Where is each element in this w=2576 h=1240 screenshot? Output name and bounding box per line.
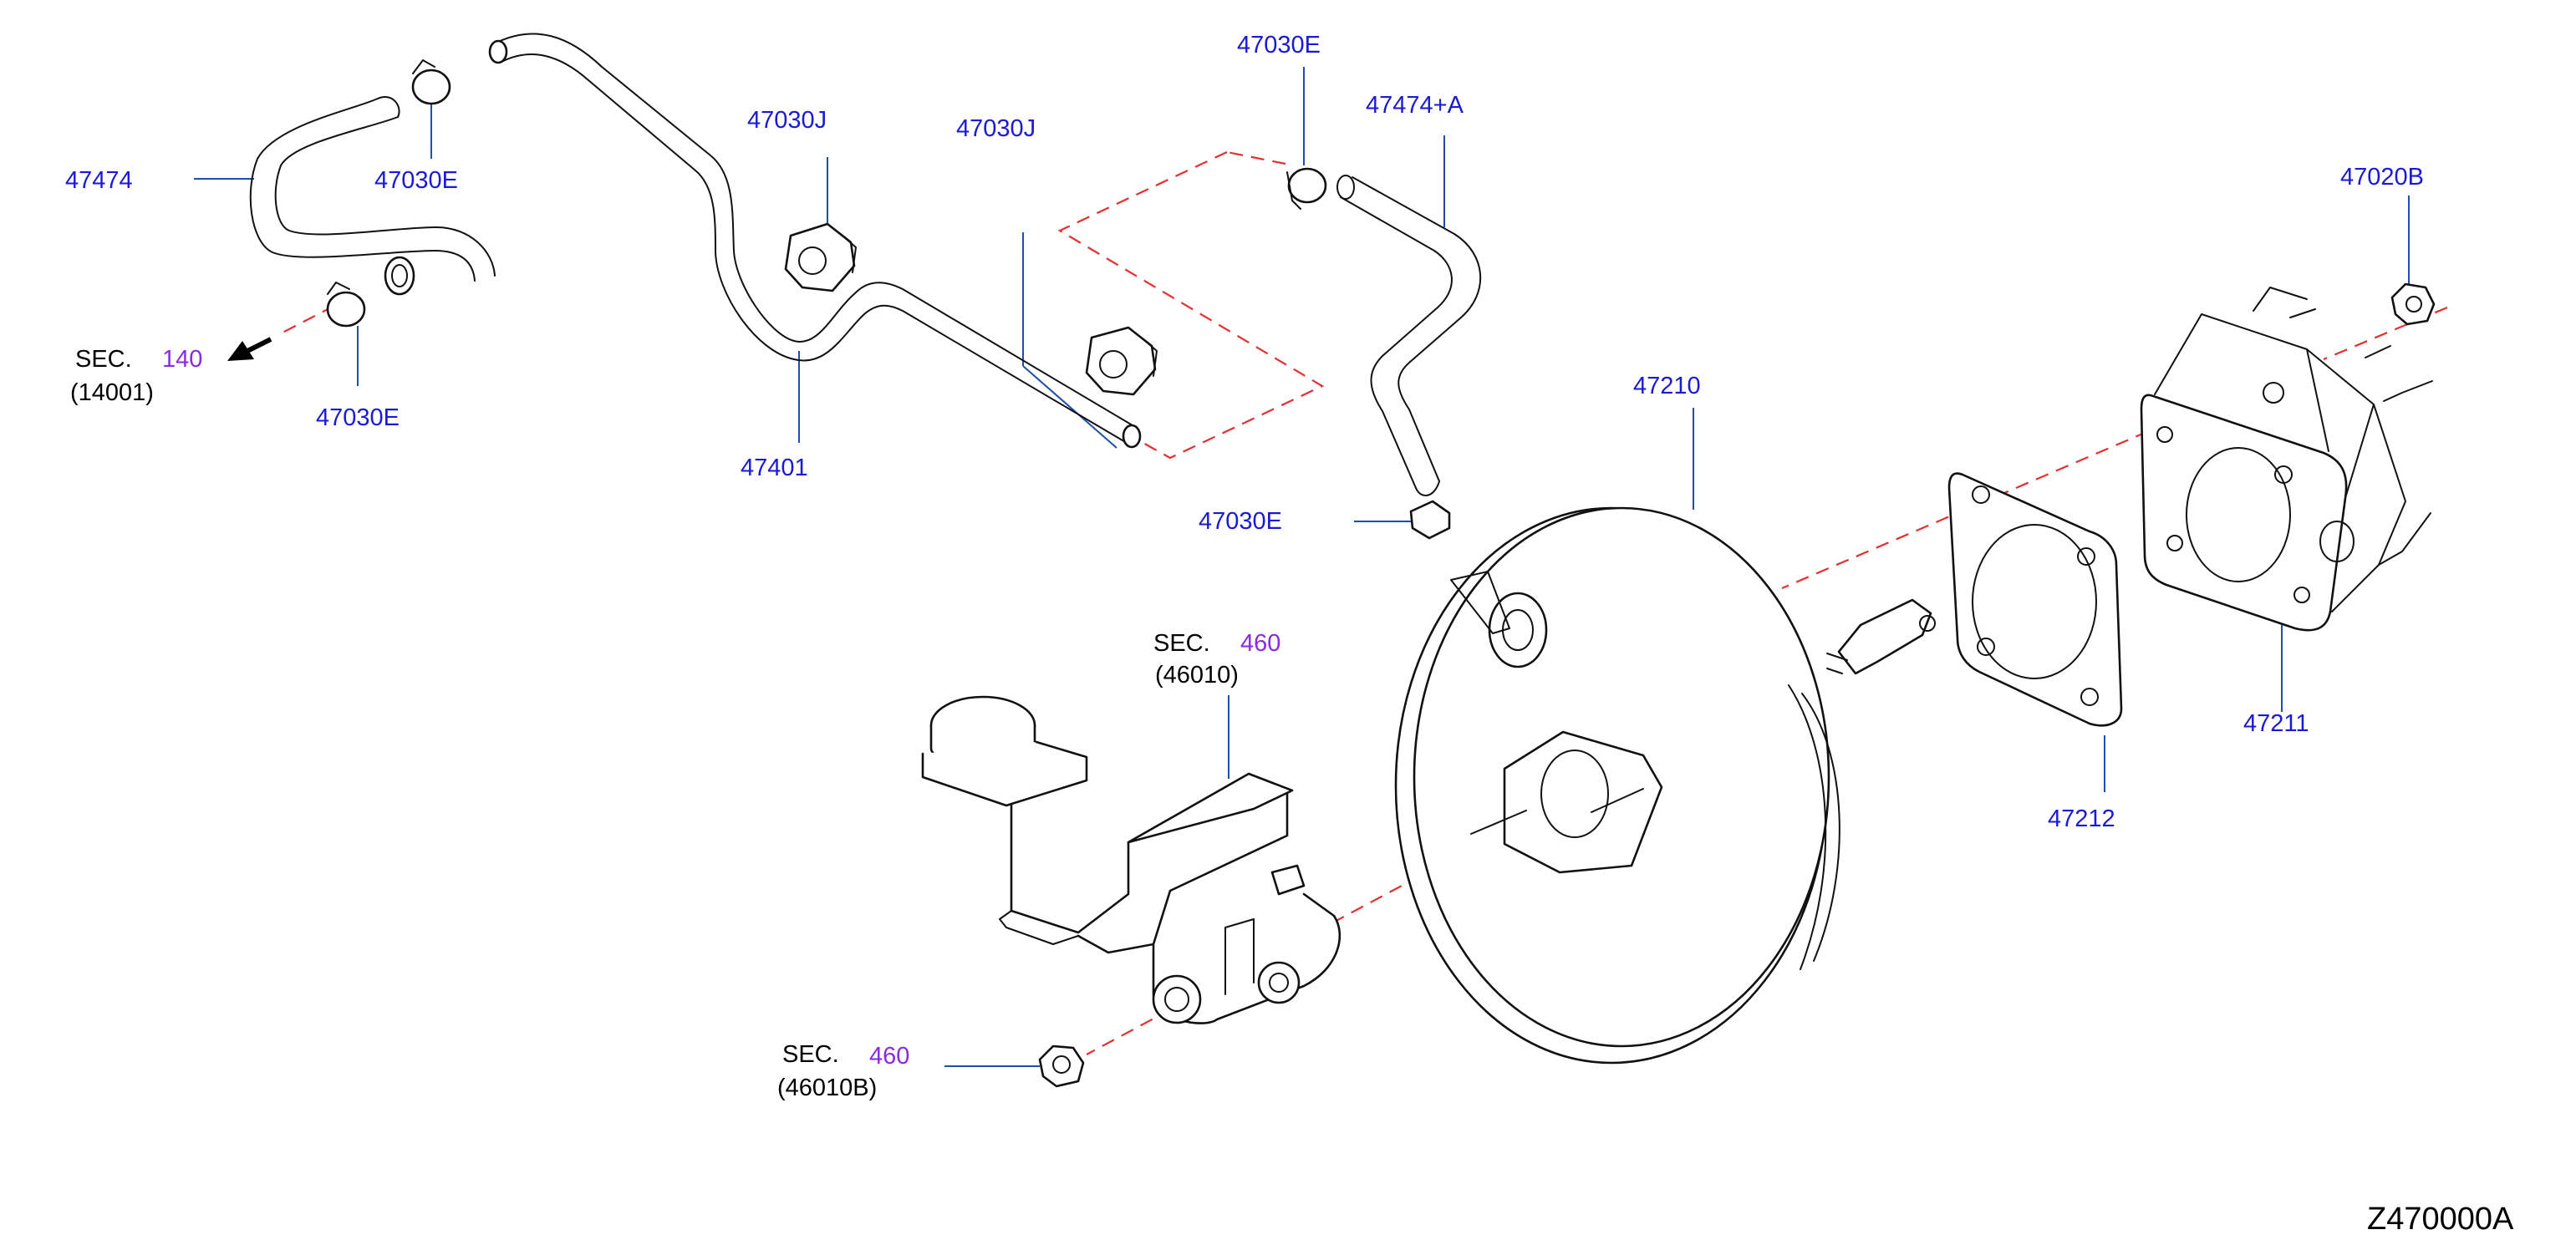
nut-47020B xyxy=(2390,282,2436,326)
clamp-47030E-lower-right xyxy=(1409,500,1451,540)
direction-arrow-icon xyxy=(227,337,272,361)
part-label-47401[interactable]: 47401 xyxy=(741,455,808,481)
alignment-lines xyxy=(282,150,2448,1055)
clamp-47030E-upper-right xyxy=(1286,167,1327,210)
part-label-47020B[interactable]: 47020B xyxy=(2340,164,2424,191)
section-ref-140-prefix: SEC. xyxy=(75,346,132,373)
hose-47474A xyxy=(1336,175,1481,496)
part-label-47030J-left[interactable]: 47030J xyxy=(747,107,827,134)
part-label-47030E-lower-right[interactable]: 47030E xyxy=(1199,508,1282,535)
part-label-47030E-top-right[interactable]: 47030E xyxy=(1237,32,1321,58)
part-label-47212[interactable]: 47212 xyxy=(2048,805,2115,832)
part-label-47030E-bottom-left[interactable]: 47030E xyxy=(316,404,400,431)
section-ref-460-link[interactable]: 460 xyxy=(1240,630,1281,657)
section-ref-460-prefix: SEC. xyxy=(1153,630,1210,657)
gasket-47212 xyxy=(1947,472,2123,727)
part-label-47210[interactable]: 47210 xyxy=(1633,373,1701,399)
part-label-47030J-right[interactable]: 47030J xyxy=(956,115,1036,142)
spacer-47211 xyxy=(2140,287,2433,632)
section-ref-460-code: (46010) xyxy=(1155,662,1239,689)
section-ref-460b-link[interactable]: 460 xyxy=(869,1043,910,1070)
part-label-47474A[interactable]: 47474+A xyxy=(1366,92,1464,119)
part-label-47030E-top-left[interactable]: 47030E xyxy=(374,167,458,194)
section-ref-460b-code: (46010B) xyxy=(777,1075,878,1101)
part-label-47211[interactable]: 47211 xyxy=(2243,710,2309,737)
check-valve-47030J-a xyxy=(784,222,857,292)
brake-booster-47210 xyxy=(1394,506,1936,1065)
tube-47401 xyxy=(488,33,1142,449)
check-valve-47030J-b xyxy=(1085,326,1158,396)
section-ref-140-link[interactable]: 140 xyxy=(162,346,203,373)
leader-lines xyxy=(194,67,2410,1067)
part-label-47474[interactable]: 47474 xyxy=(65,167,133,194)
section-ref-140-code: (14001) xyxy=(70,379,154,406)
clamp-47030E-bottom xyxy=(326,282,366,328)
clamp-47030E-top xyxy=(411,59,451,105)
hose-47474 xyxy=(249,96,496,296)
figure-id: Z470000A xyxy=(2367,1202,2514,1237)
master-cylinder-nut xyxy=(1038,1044,1085,1088)
section-ref-460b-prefix: SEC. xyxy=(782,1041,839,1068)
master-cylinder xyxy=(921,695,1341,1024)
